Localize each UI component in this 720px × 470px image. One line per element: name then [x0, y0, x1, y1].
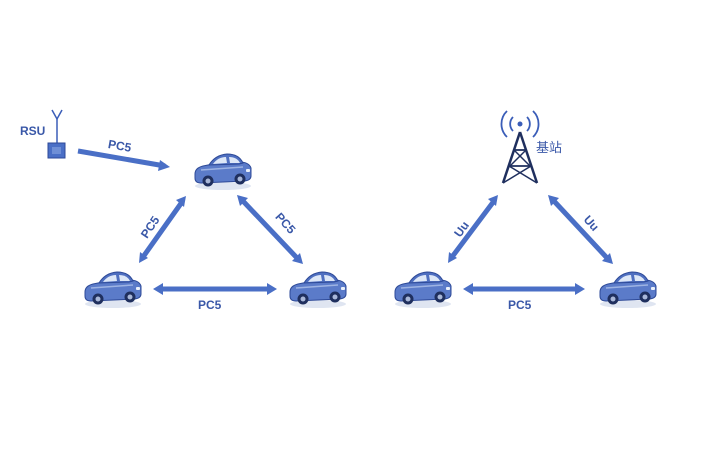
- base-station-icon: [500, 110, 540, 184]
- link-label-bottom-left: PC5: [198, 298, 222, 312]
- car-bottom-left-left-scene: [84, 271, 142, 309]
- link-bottom-left-scene: [153, 283, 277, 295]
- link-bottom-right-scene: [463, 283, 585, 295]
- link-uu-left: [448, 195, 498, 263]
- link-label-rsu: PC5: [107, 137, 133, 155]
- car-bottom-right-left-scene: [289, 271, 347, 309]
- car-top-left-scene: [194, 153, 252, 191]
- link-uu-right: [548, 195, 613, 264]
- link-label-bottom-right: PC5: [508, 298, 532, 312]
- link-left-side: [139, 196, 186, 263]
- car-bottom-left-right-scene: [394, 271, 452, 309]
- link-rsu-to-car: [77, 148, 170, 171]
- base-station-label: 基站: [536, 141, 562, 156]
- car-bottom-right-right-scene: [599, 271, 657, 309]
- rsu-label: RSU: [20, 124, 45, 138]
- right-scene: 基站 Uu Uu PC5: [394, 110, 657, 312]
- rsu-icon: [47, 109, 66, 159]
- left-scene: RSU PC5 PC5 PC5 PC5: [20, 109, 347, 312]
- link-right-side: [237, 195, 303, 264]
